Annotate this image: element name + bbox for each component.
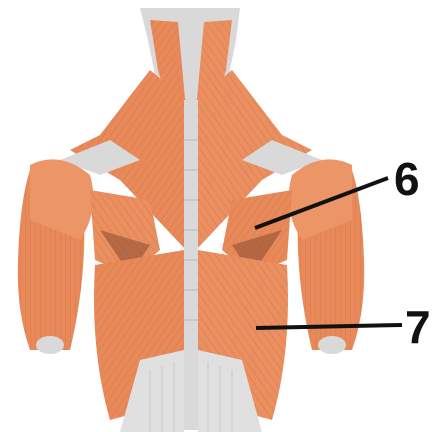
right-arm xyxy=(289,159,365,350)
spine xyxy=(184,100,198,430)
left-arm xyxy=(18,159,94,350)
callout-label-7: 7 xyxy=(405,301,431,353)
callout-label-6: 6 xyxy=(394,153,420,205)
